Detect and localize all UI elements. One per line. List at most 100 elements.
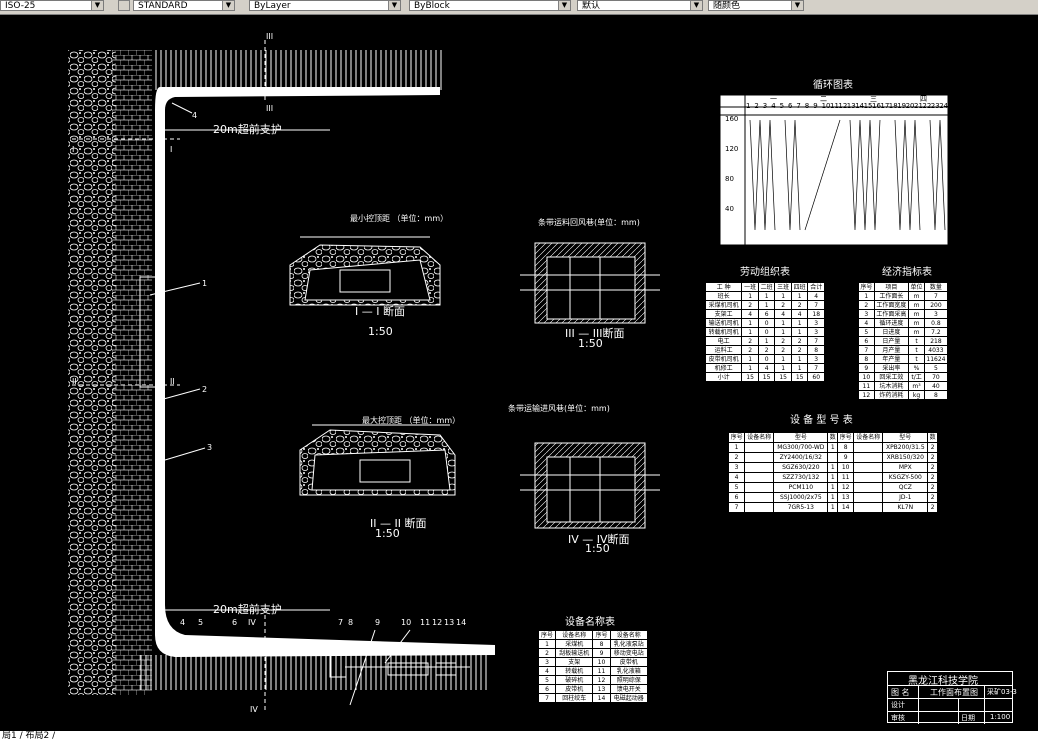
color-dropdown[interactable]: ByLayer▼: [249, 0, 401, 11]
table-cell: 小计: [704, 372, 743, 382]
row-label-date: 日期: [961, 714, 975, 722]
table-cell: 4: [858, 318, 875, 328]
table-cell: [853, 482, 884, 493]
labor-table-title: 劳动组织表: [740, 267, 790, 278]
table-cell: 采煤机: [555, 639, 594, 649]
chevron-down-icon[interactable]: ▼: [690, 1, 702, 10]
cycle-hour-label: 24: [939, 102, 949, 110]
linetype-dropdown[interactable]: ByBlock▼: [409, 0, 571, 11]
section-mark-iii-lower: III: [266, 104, 274, 113]
chevron-down-icon[interactable]: ▼: [558, 1, 570, 10]
cycle-chart-graphic: [719, 94, 949, 246]
table-cell: 皮带机: [609, 657, 649, 667]
table-cell: 9: [858, 363, 875, 373]
dimstyle-dropdown[interactable]: ISO-25 ▼: [0, 0, 104, 11]
table-cell: 皮带机司机: [704, 354, 743, 364]
textstyle-value: STANDARD: [138, 1, 188, 11]
table-cell: 1: [827, 462, 839, 473]
section-iv-scale: 1:50: [585, 542, 610, 555]
callout-b11: 11: [420, 618, 431, 627]
table-cell: 1: [827, 502, 839, 513]
table-cell: 输送机司机: [704, 318, 743, 328]
chevron-down-icon[interactable]: ▼: [791, 1, 803, 10]
table-cell: 日产量: [873, 336, 910, 346]
cycle-ytick-4: 40: [725, 205, 734, 213]
table-cell: JD-1: [882, 492, 929, 503]
table-cell: PCM110: [773, 482, 829, 493]
section-mark-i-right: I: [170, 145, 173, 154]
table-cell: 1: [774, 291, 792, 301]
drawing-canvas[interactable]: 20m超前支护 20m超前支护 III III IV IV I I II II …: [0, 15, 1038, 727]
layout-tabs-bar[interactable]: 局1 / 布局2 /: [0, 731, 1038, 741]
section-iii-scale: 1:50: [578, 337, 603, 350]
legend-item-3: 采煤机割煤: [850, 237, 885, 245]
dimstyle-value: ISO-25: [5, 1, 36, 11]
table-cell: 2: [537, 648, 557, 658]
table-cell: 40: [923, 381, 949, 391]
section-mark-ii-left: II: [72, 377, 77, 386]
table-cell: m: [908, 309, 925, 319]
table-cell: 电工: [704, 336, 743, 346]
table-cell: 照明综保: [609, 675, 649, 685]
cycle-hour-label: 17: [880, 102, 890, 110]
cycle-hour-label: 12: [838, 102, 848, 110]
style-manager-button[interactable]: [118, 0, 130, 11]
table-cell: 8: [837, 442, 855, 453]
table-cell: 13: [592, 684, 611, 694]
cycle-hour-label: 16: [872, 102, 881, 110]
cycle-hour-label: 10: [821, 102, 831, 110]
table-cell: m³: [908, 381, 925, 391]
chevron-down-icon[interactable]: ▼: [388, 1, 400, 10]
table-cell: 5: [923, 363, 949, 373]
section-ii-name: II — II 断面: [370, 517, 427, 530]
callout-b5: 5: [198, 618, 204, 627]
table-cell: 2: [927, 452, 938, 463]
chevron-down-icon[interactable]: ▼: [91, 1, 103, 10]
cycle-legend-label: 图例: [722, 234, 738, 243]
section-ii-title: 最大控顶距 （单位：mm）: [362, 416, 461, 425]
table-cell: 15: [790, 372, 809, 382]
table-cell: 3: [858, 309, 875, 319]
lineweight-dropdown[interactable]: 默认▼: [577, 0, 703, 11]
table-cell: 2: [927, 442, 938, 453]
table-cell: 序号: [537, 630, 557, 640]
table-cell: 工作面长: [873, 291, 910, 301]
table-cell: [853, 462, 884, 473]
callout-2: 2: [202, 385, 208, 394]
cycle-hour-label: 15: [863, 102, 873, 110]
table-cell: 工作面采高: [873, 309, 910, 319]
table-cell: 11: [592, 666, 611, 676]
table-cell: 1: [858, 291, 875, 301]
plotstyle-dropdown[interactable]: 随颜色▼: [708, 0, 804, 11]
table-cell: 2: [790, 336, 809, 346]
table-cell: 9: [837, 452, 855, 463]
table-cell: 7: [537, 693, 557, 703]
cycle-hour-label: 9: [813, 102, 818, 110]
legend-item-4: 移支架: [904, 237, 925, 245]
drawing-name: 工作面布置图: [930, 688, 978, 697]
table-cell: 炸药消耗: [873, 390, 910, 400]
table-cell: SGZ630/220: [773, 462, 829, 473]
table-cell: 12: [858, 390, 875, 400]
section-mark-iii: III: [266, 32, 274, 41]
layout-tabs[interactable]: 局1 / 布局2 /: [2, 731, 56, 741]
table-cell: 3: [727, 462, 746, 473]
table-cell: m: [908, 318, 925, 328]
table-cell: 12: [837, 482, 855, 493]
table-cell: 日进度: [873, 327, 910, 337]
table-cell: 回采工效: [873, 372, 910, 382]
chevron-down-icon[interactable]: ▼: [222, 1, 234, 10]
section-mark-ii-right: II: [170, 377, 175, 386]
table-cell: 四班: [790, 282, 809, 292]
table-cell: 7.2: [923, 327, 949, 337]
table-cell: 6: [537, 684, 557, 694]
textstyle-dropdown[interactable]: STANDARD ▼: [133, 0, 235, 11]
table-cell: 8: [858, 354, 875, 364]
